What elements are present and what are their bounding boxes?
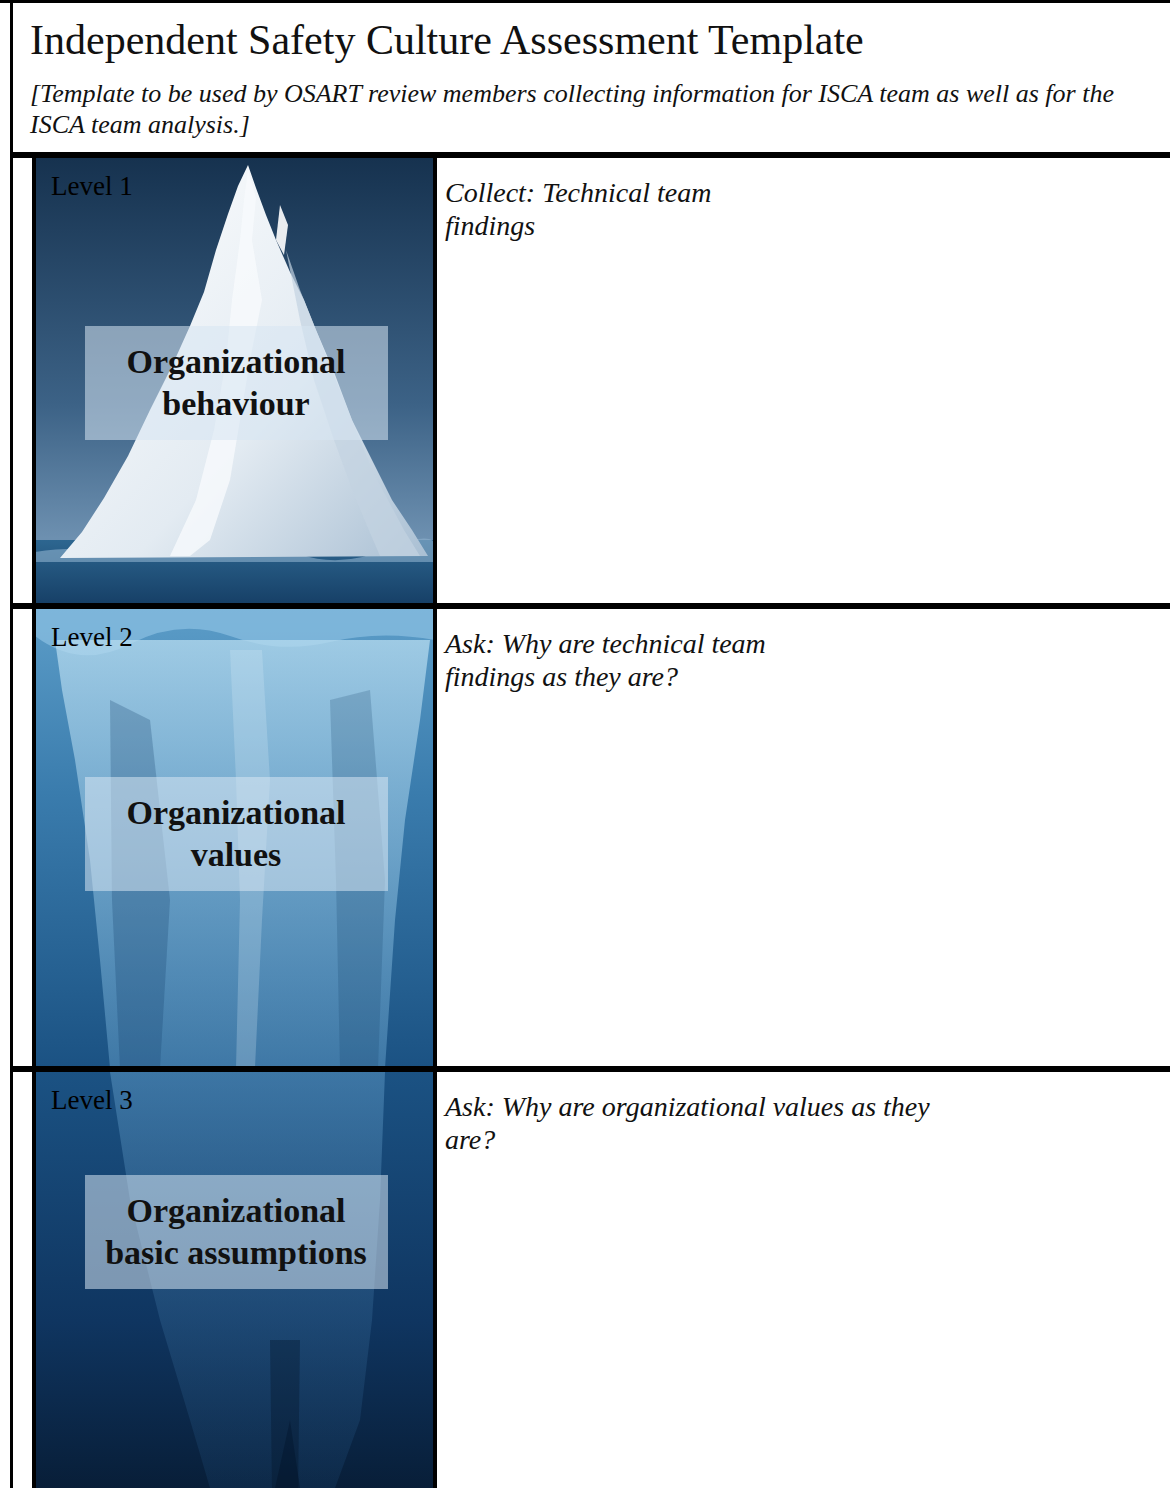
page-title: Independent Safety Culture Assessment Te… xyxy=(30,16,864,64)
level-number: Level 2 xyxy=(51,621,133,653)
prompt-text: Ask: Why are technical team findings as … xyxy=(445,627,850,693)
level-cell: Level 2 Organizational values xyxy=(37,609,433,1066)
template-note: [Template to be used by OSART review mem… xyxy=(30,78,1155,140)
level-label: Organizational values xyxy=(95,792,378,876)
prompt-text: Ask: Why are organizational values as th… xyxy=(445,1090,930,1156)
prompt-text: Collect: Technical team findings xyxy=(445,176,790,242)
prompt-cell: Ask: Why are organizational values as th… xyxy=(440,1072,1170,1488)
level-number: Level 1 xyxy=(51,170,133,202)
level-label-box: Organizational values xyxy=(85,777,388,891)
level-label: Organizational basic assumptions xyxy=(95,1190,378,1274)
level-label-box: Organizational behaviour xyxy=(85,326,388,440)
level-label-box: Organizational basic assumptions xyxy=(85,1175,388,1289)
level-cell: Level 3 Organizational basic assumptions xyxy=(37,1072,433,1488)
level-label: Organizational behaviour xyxy=(95,341,378,425)
prompt-cell: Collect: Technical team findings xyxy=(440,158,1170,603)
prompt-cell: Ask: Why are technical team findings as … xyxy=(440,609,1170,1066)
level-cell: Level 1 Organizational behaviour xyxy=(37,158,433,603)
level-number: Level 3 xyxy=(51,1084,133,1116)
